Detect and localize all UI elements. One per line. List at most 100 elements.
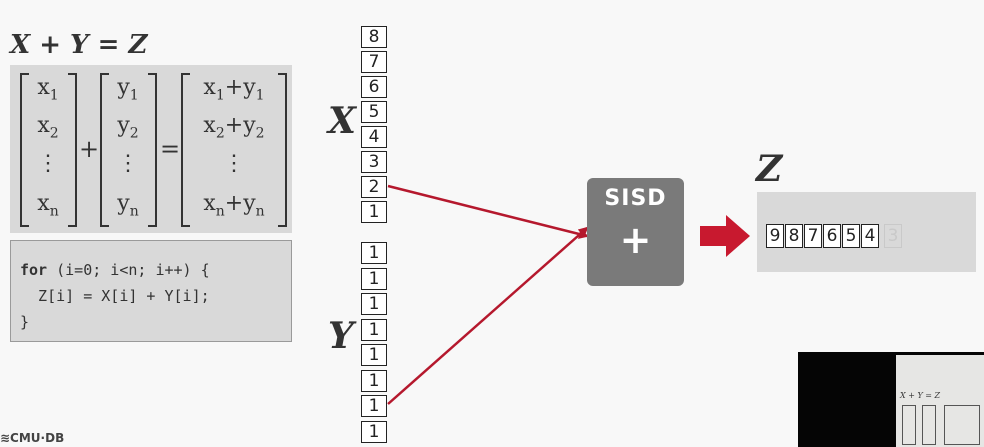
x-vector-cell: 3 (361, 151, 387, 173)
sum-matrix-entry: ⋮ (189, 151, 279, 176)
sum-entry-a: x (203, 191, 216, 216)
y-matrix-entry: yn (108, 191, 148, 219)
matrix-equals-sign: = (160, 135, 181, 163)
z-result-cell: 5 (842, 224, 860, 248)
x-vector-cell: 2 (361, 176, 387, 198)
x-vector-cell: 8 (361, 26, 387, 48)
sum-entry-plus: + (224, 191, 244, 216)
y-matrix-entry-base: y (117, 113, 130, 138)
x-vector-cell: 5 (361, 101, 387, 123)
webcam-mini-matrix (922, 405, 936, 445)
x-matrix-entry-base: ⋮ (37, 151, 59, 176)
webcam-paper-title: X + Y = Z (900, 391, 941, 400)
y-matrix-entry-base: ⋮ (117, 151, 139, 176)
x-matrix-left-bracket (20, 73, 29, 227)
webcam-paper-thumbnail: X + Y = Z (896, 355, 984, 447)
y-vector-cell: 1 (361, 369, 387, 392)
sum-matrix-entry: x1+y1 (189, 75, 279, 103)
sum-entry-a: x (203, 75, 216, 100)
z-result-cell: 9 (766, 224, 784, 248)
z-pending-cell: 3 (884, 224, 902, 248)
x-matrix-entry: xn (28, 191, 68, 219)
sum-entry-b: y (243, 191, 256, 216)
sisd-operator: + (619, 218, 652, 262)
sisd-unit: SISD + (587, 178, 684, 286)
code-line-2: Z[i] = X[i] + Y[i]; (20, 287, 210, 305)
z-result-cell: 4 (861, 224, 879, 248)
z-result-cell: 6 (823, 224, 841, 248)
y-vector-cell: 1 (361, 293, 387, 315)
x-matrix-entry-base: x (37, 113, 50, 138)
sum-matrix-entry: x2+y2 (189, 113, 279, 141)
right-arrow-icon (700, 215, 750, 257)
x-matrix-entry-subscript: 1 (49, 87, 59, 104)
sum-entry-a: ⋮ (223, 151, 245, 176)
sum-matrix-right-bracket (278, 73, 287, 227)
y-vector-cell: 1 (361, 344, 387, 366)
y-matrix-entry-base: y (117, 75, 130, 100)
sum-entry-a: x (203, 113, 216, 138)
y-vector-cell: 1 (361, 267, 387, 290)
y-vector-stack: 1 1 1 1 1 1 1 1 (361, 242, 387, 447)
sum-entry-plus: + (224, 75, 244, 100)
sum-entry-b-subscript: 1 (255, 87, 265, 104)
y-matrix-entry-subscript: 1 (129, 87, 139, 104)
y-vector-cell: 1 (361, 242, 387, 264)
x-vector-label: X (328, 100, 356, 142)
x-matrix-entry-subscript: n (49, 203, 59, 220)
y-vector-cell: 1 (361, 318, 387, 341)
y-matrix-entry-subscript: 2 (129, 125, 139, 142)
sum-matrix-entry: xn+yn (189, 191, 279, 219)
sum-entry-a-subscript: n (215, 203, 225, 220)
x-matrix-entry-subscript: 2 (49, 125, 59, 142)
equation-title: X + Y = Z (10, 30, 148, 60)
sum-entry-plus: + (224, 113, 244, 138)
webcam-mini-matrix (902, 405, 916, 445)
sum-matrix-left-bracket (181, 73, 190, 227)
x-matrix-entry: ⋮ (28, 151, 68, 176)
sum-entry-b: y (243, 113, 256, 138)
y-to-sisd-arrow (387, 226, 589, 405)
x-vector-cell: 7 (361, 51, 387, 73)
sum-entry-b-subscript: n (255, 203, 265, 220)
y-matrix-entry: y2 (108, 113, 148, 141)
y-matrix-left-bracket (100, 73, 109, 227)
sum-entry-b-subscript: 2 (255, 125, 265, 142)
x-vector-stack: 8 7 6 5 4 3 2 1 (361, 26, 387, 226)
sisd-label: SISD (604, 186, 667, 211)
sum-entry-a-subscript: 1 (215, 87, 225, 104)
webcam-mini-matrix (944, 405, 980, 445)
code-panel: for (i=0; i<n; i++) { Z[i] = X[i] + Y[i]… (10, 240, 292, 342)
cmu-db-logo: ≋CMU·DB (0, 431, 65, 445)
x-vector-cell: 4 (361, 126, 387, 148)
x-to-sisd-arrow (387, 184, 589, 239)
x-matrix-right-bracket (68, 73, 77, 227)
x-vector-cell: 1 (361, 201, 387, 223)
x-matrix-entry: x2 (28, 113, 68, 141)
x-matrix-entry-base: x (37, 75, 50, 100)
y-matrix-entry: ⋮ (108, 151, 148, 176)
code-line-1: for (i=0; i<n; i++) { (20, 261, 210, 279)
y-vector-cell: 1 (361, 395, 387, 417)
code-line-1-rest: (i=0; i<n; i++) { (47, 261, 210, 279)
x-vector-cell: 6 (361, 76, 387, 98)
x-matrix-entry-base: x (37, 191, 50, 216)
y-vector-cell: 1 (361, 420, 387, 443)
y-matrix-right-bracket (148, 73, 157, 227)
code-keyword-for: for (20, 261, 48, 279)
y-matrix-entry-subscript: n (129, 203, 139, 220)
z-result-cell: 7 (804, 224, 822, 248)
webcam-overlay: X + Y = Z (798, 352, 984, 447)
z-vector-label: Z (756, 148, 783, 190)
sum-entry-b: y (243, 75, 256, 100)
matrix-plus-sign: + (79, 135, 100, 163)
code-line-3: } (20, 313, 30, 331)
y-matrix-entry-base: y (117, 191, 130, 216)
y-matrix-entry: y1 (108, 75, 148, 103)
